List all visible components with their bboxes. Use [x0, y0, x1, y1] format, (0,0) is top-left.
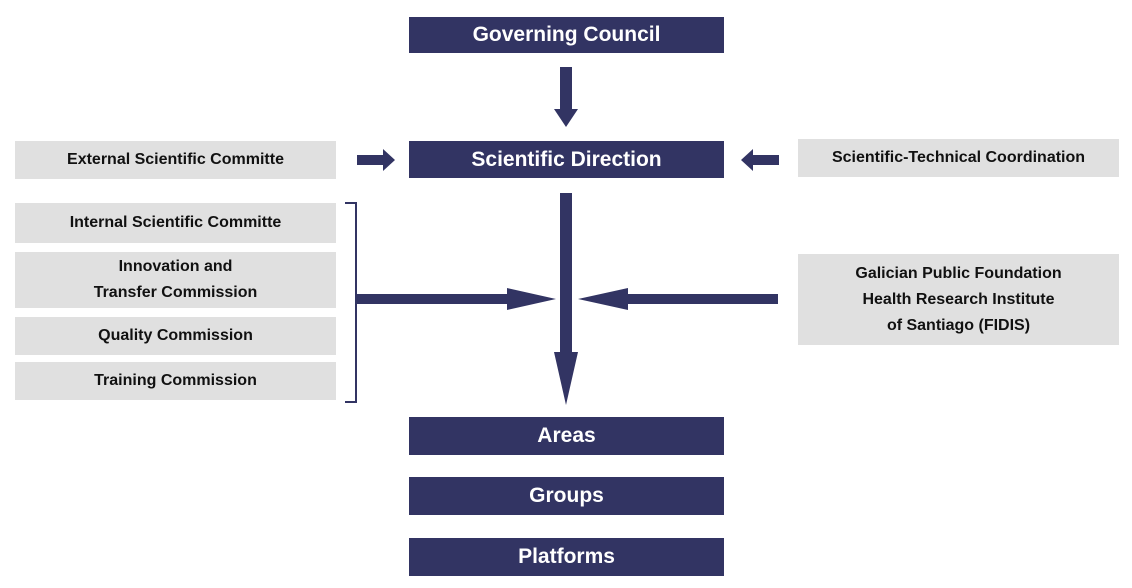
- fidis-label-line1: Galician Public Foundation: [855, 264, 1062, 282]
- arrow-scitech-to-direction: [741, 149, 779, 171]
- quality-label: Quality Commission: [98, 327, 253, 344]
- governing-council-box: Governing Council: [409, 17, 724, 53]
- fidis-label-line2: Health Research Institute: [862, 290, 1055, 308]
- scientific-direction-box: Scientific Direction: [409, 141, 724, 178]
- platforms-box: Platforms: [409, 538, 724, 576]
- external-committee-label: External Scientific Committe: [67, 151, 284, 168]
- groups-box: Groups: [409, 477, 724, 515]
- areas-label: Areas: [537, 424, 596, 447]
- groups-label: Groups: [529, 484, 604, 507]
- scientific-direction-label: Scientific Direction: [471, 147, 662, 171]
- platforms-label: Platforms: [518, 545, 615, 568]
- arrow-external-to-direction: [357, 149, 395, 171]
- scitech-coordination-box: Scientific-Technical Coordination: [798, 139, 1119, 177]
- training-label: Training Commission: [94, 372, 257, 389]
- arrow-main-down: [554, 193, 578, 405]
- quality-commission-box: Quality Commission: [15, 317, 336, 355]
- training-commission-box: Training Commission: [15, 362, 336, 400]
- commissions-bracket: [345, 202, 357, 403]
- innovation-label-line1: Innovation and: [118, 258, 233, 275]
- arrow-commissions-in: [357, 288, 556, 310]
- areas-box: Areas: [409, 417, 724, 455]
- arrow-fidis-in: [578, 288, 778, 310]
- innovation-label-line2: Transfer Commission: [93, 284, 258, 301]
- scitech-coordination-label: Scientific-Technical Coordination: [831, 149, 1086, 166]
- external-committee-box: External Scientific Committe: [15, 141, 336, 179]
- internal-committee-label: Internal Scientific Committe: [69, 214, 282, 231]
- governing-council-label: Governing Council: [472, 23, 661, 46]
- fidis-label-line3: of Santiago (FIDIS): [886, 316, 1031, 334]
- internal-committee-box: Internal Scientific Committe: [15, 203, 336, 243]
- arrow-council-to-direction: [554, 67, 578, 127]
